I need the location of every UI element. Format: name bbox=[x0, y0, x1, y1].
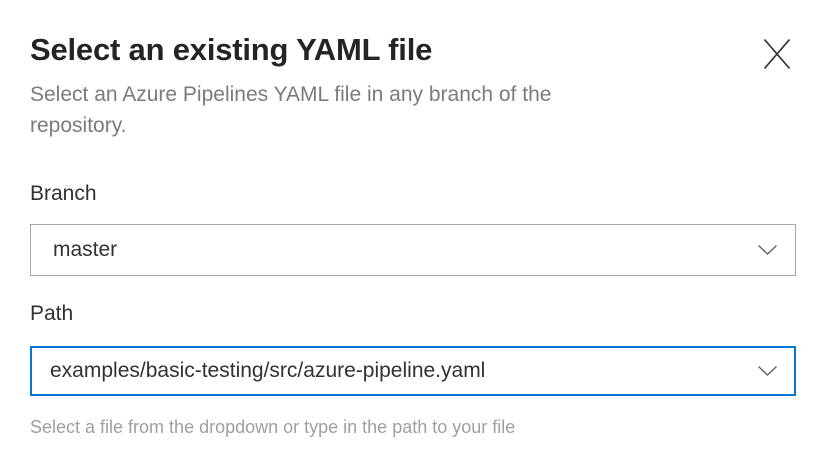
chevron-down-icon bbox=[757, 244, 778, 256]
path-helper-text: Select a file from the dropdown or type … bbox=[30, 417, 516, 437]
dialog-title: Select an existing YAML file bbox=[30, 32, 433, 67]
close-button[interactable] bbox=[760, 36, 794, 72]
path-combobox[interactable] bbox=[30, 346, 796, 396]
path-input[interactable] bbox=[50, 359, 757, 383]
path-label: Path bbox=[30, 302, 74, 325]
branch-selected-value: master bbox=[53, 238, 118, 261]
close-icon bbox=[763, 38, 791, 70]
branch-label: Branch bbox=[30, 182, 97, 205]
chevron-down-icon bbox=[757, 365, 778, 377]
branch-dropdown[interactable]: master bbox=[30, 224, 796, 276]
dialog-subtitle: Select an Azure Pipelines YAML file in a… bbox=[30, 83, 552, 137]
